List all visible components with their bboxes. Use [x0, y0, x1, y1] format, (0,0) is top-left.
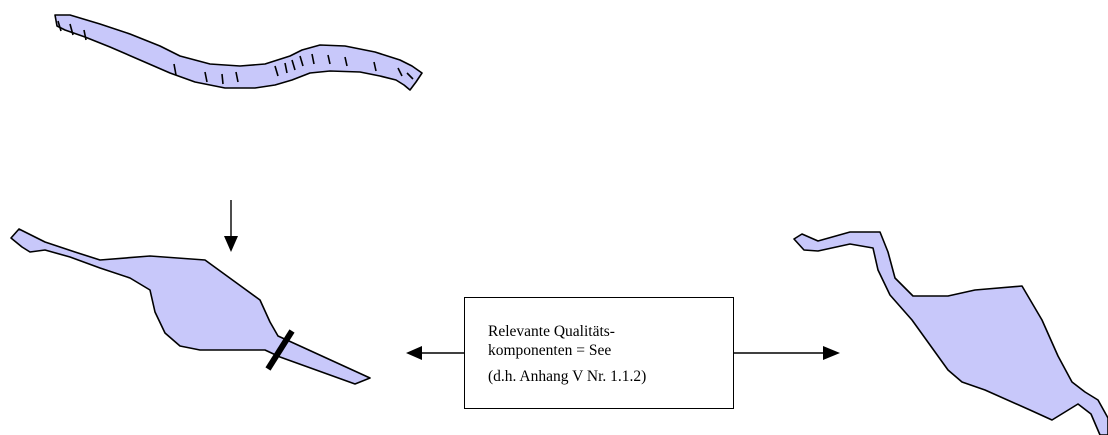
lake-right-outline [793, 231, 1108, 435]
reservoir-left-outline [10, 228, 371, 385]
box-line-1: Relevante Qualitäts- [488, 323, 615, 340]
reservoir-left [10, 228, 371, 385]
river-natural-outline [54, 14, 423, 91]
lake-right [793, 231, 1108, 435]
river-bank-hatching [57, 20, 414, 85]
arrow-down-icon [224, 200, 238, 252]
arrow-right-icon [734, 346, 840, 360]
river-natural [54, 14, 423, 91]
box-line-3: (d.h. Anhang V Nr. 1.1.2) [488, 368, 647, 385]
dam-bar-icon [265, 329, 295, 371]
box-line-2: komponenten = See [488, 342, 612, 359]
arrow-left-icon [406, 346, 464, 360]
quality-components-box: Relevante Qualitäts- komponenten = See (… [464, 297, 734, 409]
